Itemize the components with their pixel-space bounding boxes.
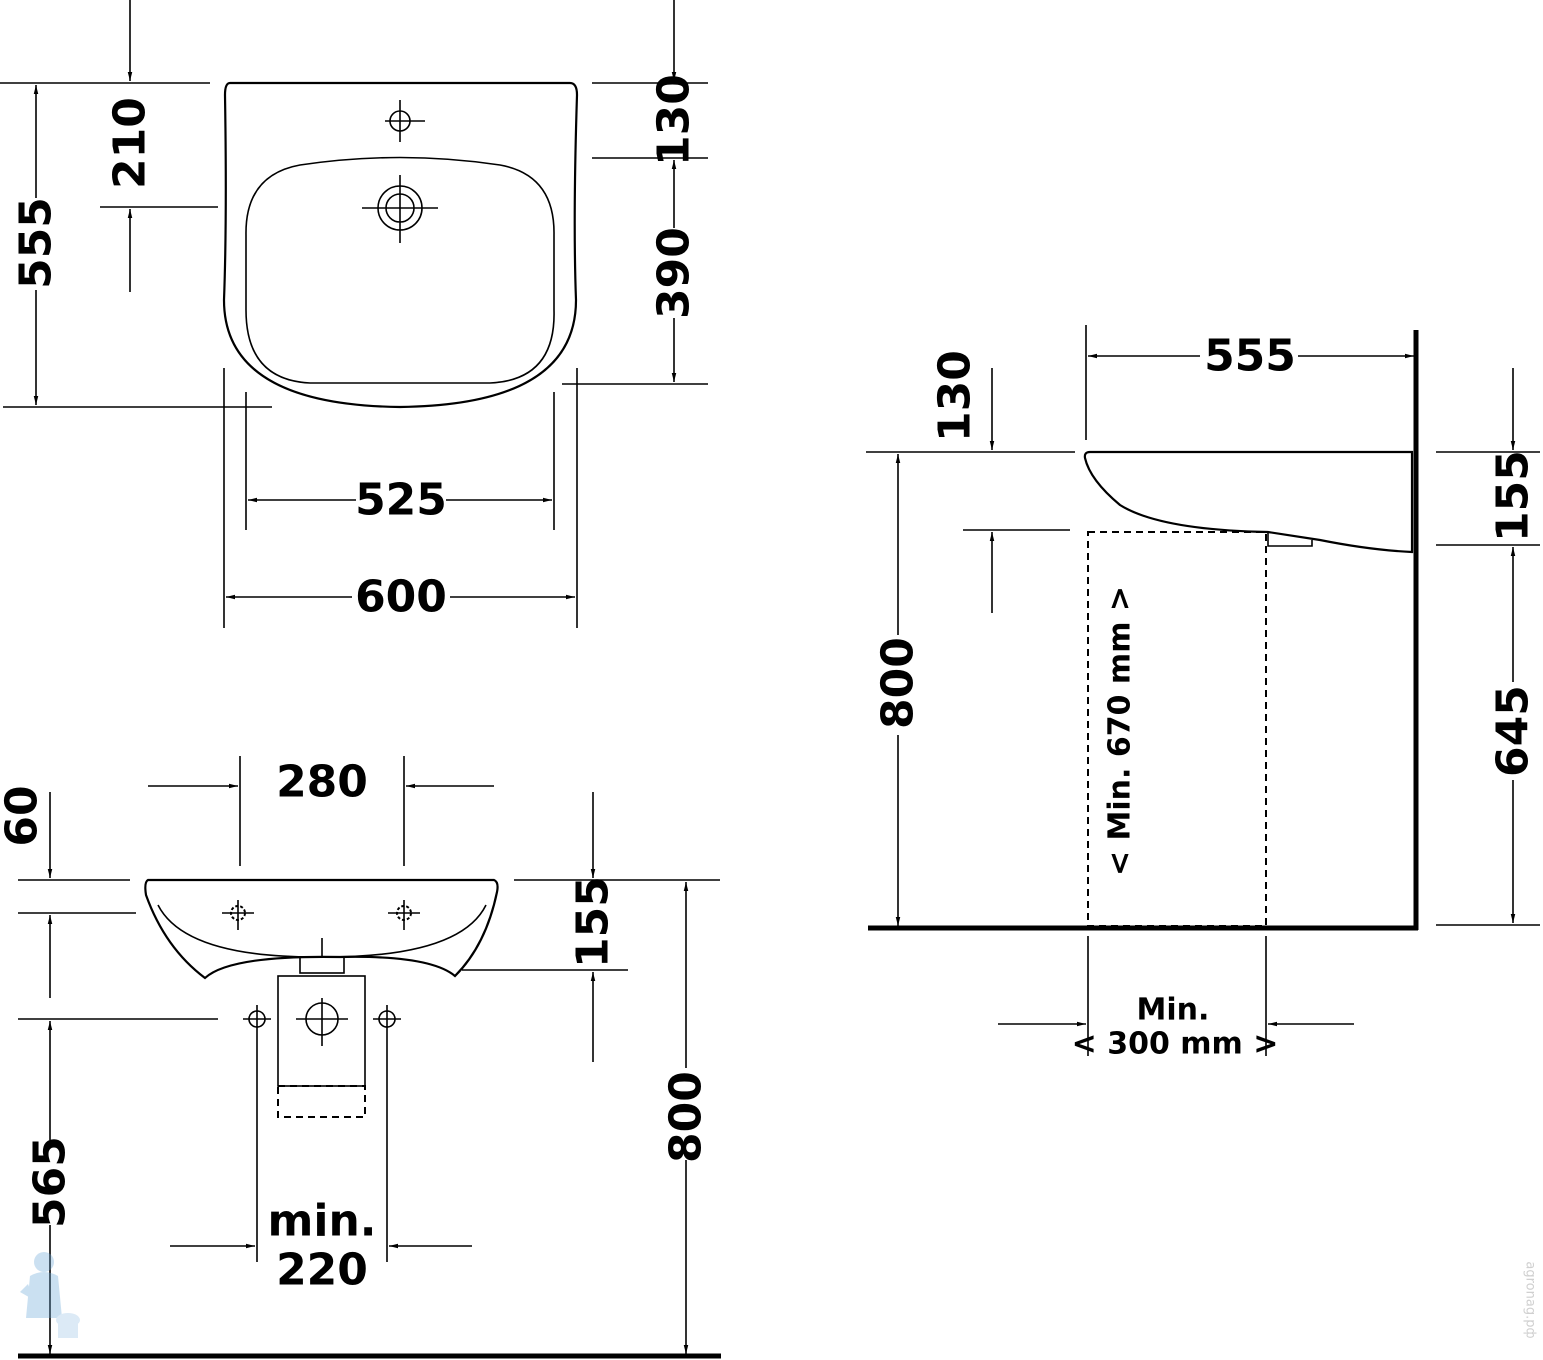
trap-cover: [277, 975, 366, 1087]
front-pedestal-min-label: min.: [268, 1196, 377, 1247]
side-below-height-label: 645: [1488, 685, 1539, 777]
clearance-zone: [1087, 531, 1267, 927]
fixing-right-icon: [373, 1005, 401, 1034]
top-view: 555 210 130 390 525 600: [0, 0, 708, 628]
side-view: 555 130 800 155 645 < Min. 670 mm > Min.…: [866, 325, 1540, 1062]
front-height-label: 800: [661, 1071, 712, 1163]
front-rim-offset-label: 60: [0, 785, 48, 846]
side-clearance-width-label: < 300 mm >: [1072, 1027, 1279, 1062]
front-tap-spacing-label: 280: [276, 757, 368, 808]
front-tap-hole-left-icon: [222, 900, 254, 930]
watermark-text: agronag.pф: [1523, 1261, 1538, 1338]
watermark-logo: [20, 1252, 80, 1338]
bowl-outline: [245, 156, 555, 384]
tap-hole-icon: [385, 100, 425, 142]
front-view: 280 60 565 155 800 min. 220: [0, 756, 721, 1359]
side-clearance-width-min-label: Min.: [1137, 993, 1210, 1028]
top-tap-offset-label: 210: [105, 97, 156, 189]
top-overall-width-label: 600: [355, 572, 447, 623]
front-pedestal-width-label: 220: [276, 1245, 368, 1296]
front-tap-hole-right-icon: [388, 900, 420, 930]
waste-hole-icon: [362, 175, 438, 243]
basin-outline: [222, 81, 579, 409]
side-rim-front-label: 130: [930, 350, 981, 442]
top-bowl-depth-label: 390: [649, 227, 700, 319]
side-clearance-height-label: < Min. 670 mm >: [1103, 586, 1138, 876]
side-height-label: 800: [873, 637, 924, 729]
side-bowl-height-label: 155: [1488, 450, 1539, 542]
front-basin-outline: [144, 878, 499, 980]
front-waste-outlet-icon: [296, 998, 348, 1046]
top-rim-front-label: 130: [649, 74, 700, 166]
front-bowl-height-label: 155: [568, 876, 619, 968]
fixing-left-icon: [243, 1005, 271, 1034]
top-depth-label: 555: [11, 197, 62, 289]
side-projection-label: 555: [1204, 331, 1296, 382]
top-bowl-width-label: 525: [355, 475, 447, 526]
front-waste-height-label: 565: [25, 1136, 76, 1228]
side-basin-profile: [1083, 450, 1414, 554]
